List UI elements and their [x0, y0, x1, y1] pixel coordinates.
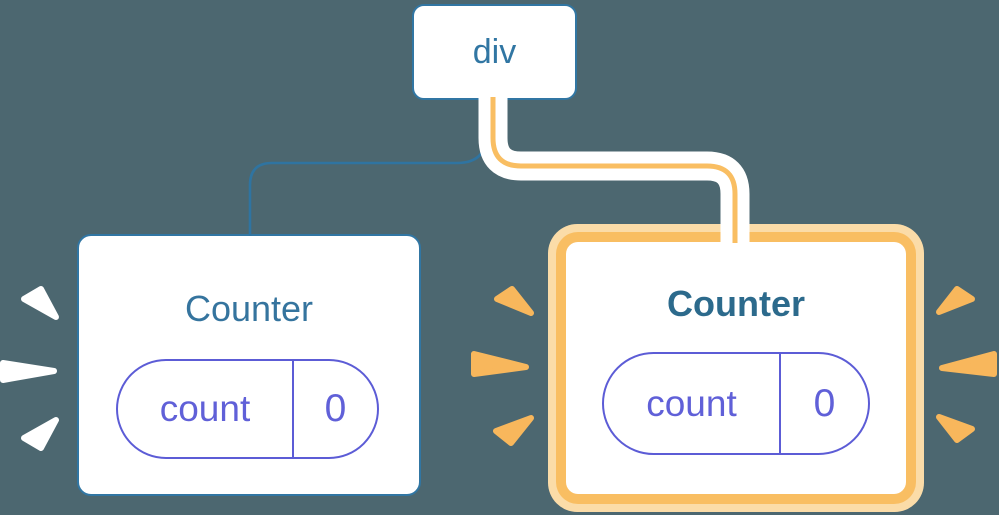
sparkle-icon	[936, 286, 975, 315]
pill-divider	[779, 354, 781, 453]
sparkle-burst-right-counter-left	[471, 286, 534, 446]
sparkle-icon	[471, 351, 529, 377]
state-value: 0	[324, 387, 347, 430]
sparkle-burst-right-counter-right	[936, 286, 997, 443]
state-key-label: count	[646, 382, 737, 424]
sparkle-icon	[494, 286, 534, 316]
div-node-label: div	[472, 32, 517, 71]
sparkle-icon	[936, 414, 975, 443]
edge-div-to-right-counter	[490, 97, 738, 243]
counter-right-title: Counter	[667, 283, 805, 324]
sparkle-burst-left-counter	[0, 286, 59, 451]
counter-left-state-pill: count 0	[116, 359, 379, 459]
pill-divider	[292, 361, 294, 457]
tree-node-counter-right-highlighted: Counter count 0	[566, 242, 906, 494]
edge-div-to-left-counter	[248, 99, 489, 236]
tree-node-div: div	[412, 4, 577, 100]
sparkle-icon	[939, 351, 997, 377]
edge-highlight-casing	[478, 95, 750, 243]
state-value: 0	[813, 381, 836, 425]
counter-left-title: Counter	[184, 288, 314, 329]
sparkle-icon	[21, 417, 59, 451]
counter-right-state-pill: count 0	[602, 352, 870, 455]
sparkle-icon	[493, 415, 534, 446]
sparkle-icon	[0, 360, 57, 383]
sparkle-icon	[21, 286, 59, 320]
tree-node-counter-left: Counter count 0	[77, 234, 421, 496]
state-key-label: count	[159, 388, 251, 429]
